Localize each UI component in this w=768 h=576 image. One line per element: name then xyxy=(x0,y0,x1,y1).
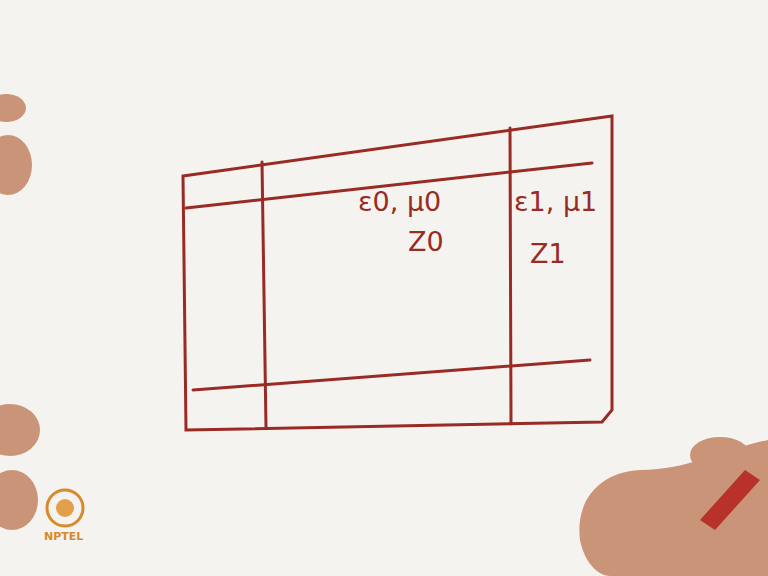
finger xyxy=(0,470,38,530)
outer-boundary xyxy=(183,116,612,430)
medium-strip: ε1, μ1 Z1 xyxy=(514,186,608,346)
logo xyxy=(47,490,83,526)
text-row: ε1, μ1 xyxy=(514,186,597,218)
text-row: Z1 xyxy=(530,238,566,270)
finger xyxy=(0,94,26,122)
impedance-label: Z1 xyxy=(530,238,566,270)
finger xyxy=(690,437,750,473)
impedance-label: Z0 xyxy=(408,226,444,258)
hand xyxy=(0,94,768,576)
material-parameters: ε1, μ1 xyxy=(514,186,597,218)
text-row: Z0 xyxy=(408,226,444,258)
text-row: ε0, μ0 xyxy=(358,186,441,218)
material-parameters: ε0, μ0 xyxy=(358,186,441,218)
finger xyxy=(0,135,32,195)
medium-region: ε0, μ0 Z0 xyxy=(268,186,504,356)
logo-ring xyxy=(47,490,83,526)
marker xyxy=(700,470,760,530)
left-wall xyxy=(262,162,266,428)
bottom-wall xyxy=(193,360,590,390)
watermark: NPTEL xyxy=(44,530,83,543)
logo-core xyxy=(56,499,74,517)
finger xyxy=(0,404,40,456)
cross-section-outline xyxy=(183,116,612,430)
